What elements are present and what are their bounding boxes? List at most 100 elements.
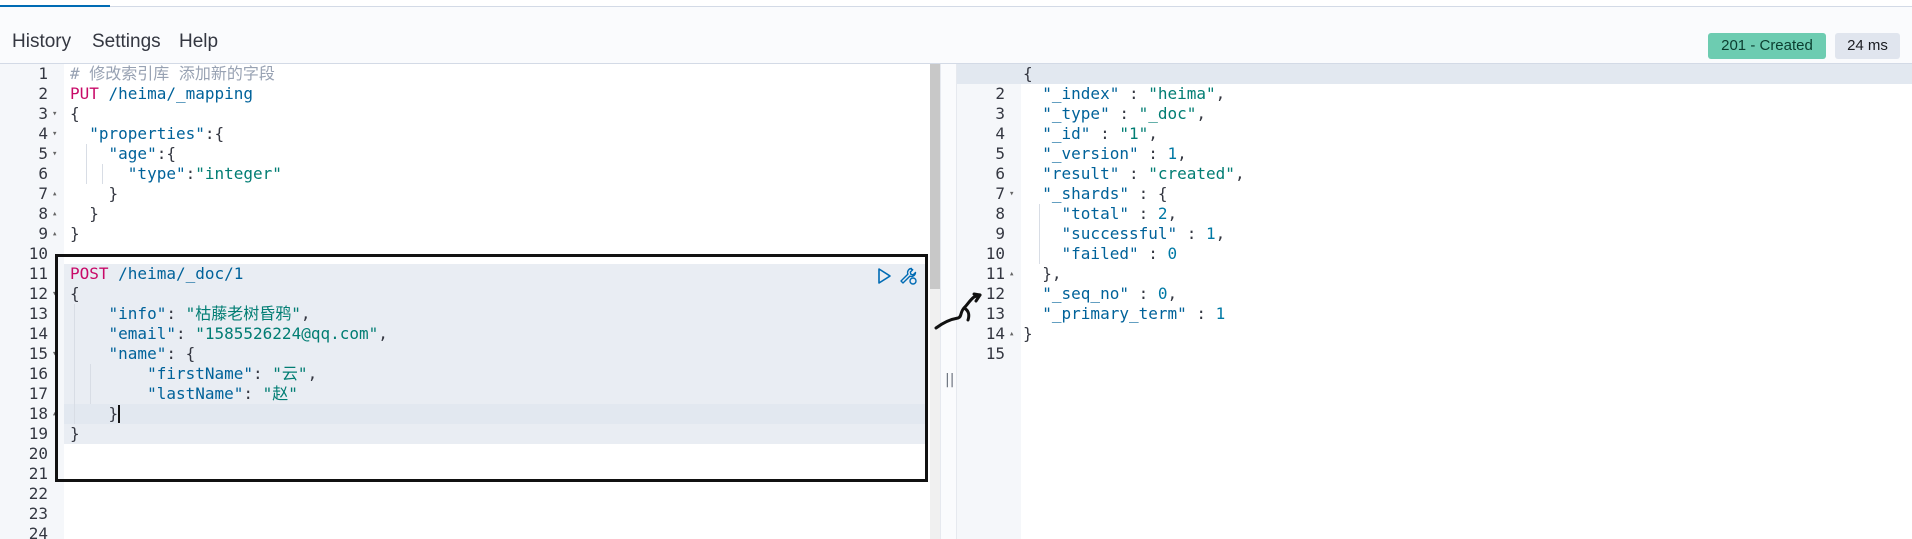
request-line-number: 6: [38, 164, 48, 183]
request-line-number: 8: [38, 204, 48, 223]
request-line-number: 3: [38, 104, 48, 123]
play-icon[interactable]: [874, 266, 894, 286]
response-line-number: 15: [985, 344, 1005, 363]
fold-toggle-icon[interactable]: ▾: [52, 149, 58, 159]
response-token-num: 0: [1157, 284, 1168, 303]
request-token-plain: :: [166, 304, 186, 323]
request-editor-scroll-thumb[interactable]: [930, 64, 940, 289]
response-token-plain: [1023, 144, 1042, 163]
request-token-plain: :: [175, 324, 196, 343]
request-line-number: 21: [28, 464, 48, 483]
response-token-plain: ,: [1148, 124, 1158, 143]
request-line-number: 2: [38, 84, 48, 103]
response-token-plain: ,: [1177, 144, 1187, 163]
active-tab-indicator: [0, 5, 110, 7]
request-token-str: "赵": [262, 384, 298, 403]
menu-help[interactable]: Help: [179, 31, 219, 52]
request-line-number: 1: [38, 64, 48, 83]
request-line-number: 17: [28, 384, 48, 403]
response-token-plain: ,: [1167, 204, 1178, 223]
request-line-number: 14: [28, 324, 48, 343]
response-token-key: "failed": [1061, 244, 1139, 263]
request-code-line: }: [70, 404, 119, 424]
response-token-plain: [1023, 304, 1042, 323]
request-token-plain: [70, 144, 109, 163]
request-line-number: 20: [28, 444, 48, 463]
request-code-line: {: [70, 104, 80, 124]
request-code-line: "email": "1585526224@qq.com",: [70, 324, 388, 344]
indent-guide: [74, 304, 75, 424]
response-line-number: 5: [995, 144, 1005, 163]
fold-toggle-icon[interactable]: ▴: [52, 409, 58, 419]
response-token-plain: [1023, 224, 1062, 243]
fold-toggle-icon[interactable]: ▾: [52, 109, 58, 119]
response-time-badge: 24 ms: [1835, 33, 1900, 59]
fold-toggle-icon[interactable]: ▾: [52, 349, 58, 359]
wrench-icon[interactable]: [898, 266, 918, 286]
fold-toggle-icon[interactable]: ▾: [52, 289, 58, 299]
indent-guide: [1039, 204, 1040, 264]
indent-guide: [90, 364, 91, 404]
response-viewer-code[interactable]: { "_index" : "heima", "_type" : "_doc", …: [957, 64, 1912, 539]
response-token-plain: :: [1138, 144, 1168, 163]
request-token-plain: }: [70, 224, 80, 243]
response-line-number: 11: [985, 264, 1005, 283]
response-token-num: 1: [1167, 144, 1178, 163]
fold-toggle-icon[interactable]: ▾: [52, 129, 58, 139]
response-token-plain: :: [1186, 304, 1216, 323]
response-line-number: 13: [985, 304, 1005, 323]
request-token-method: PUT: [70, 84, 99, 103]
fold-toggle-icon[interactable]: ▴: [1009, 329, 1015, 339]
fold-toggle-icon[interactable]: ▴: [52, 189, 58, 199]
fold-toggle-icon[interactable]: ▴: [1009, 269, 1015, 279]
response-status-badge: 201 - Created: [1708, 33, 1826, 59]
response-token-plain: [1023, 84, 1042, 103]
response-code-line: "_type" : "_doc",: [1023, 104, 1206, 124]
resize-handle-icon[interactable]: ||: [945, 372, 955, 388]
response-token-plain: [1023, 164, 1042, 183]
request-line-number: 24: [28, 524, 48, 539]
response-token-plain: },: [1023, 264, 1062, 283]
request-token-key: "name": [108, 344, 167, 363]
response-token-key: "_type": [1042, 104, 1110, 123]
response-token-plain: :: [1128, 204, 1158, 223]
response-code-line: "_id" : "1",: [1023, 124, 1158, 144]
fold-toggle-icon[interactable]: ▴: [52, 229, 58, 239]
text-cursor: [118, 405, 120, 423]
response-token-key: "_shards": [1042, 184, 1129, 203]
menu-history[interactable]: History: [12, 31, 72, 52]
request-token-url: /heima/_doc/1: [108, 264, 244, 283]
pane-divider[interactable]: ||: [940, 64, 957, 539]
response-token-plain: :: [1119, 164, 1149, 183]
request-line-number: 5: [38, 144, 48, 163]
request-line-number: 18: [28, 404, 48, 423]
response-token-key: "_version": [1042, 144, 1139, 163]
request-token-str: "integer": [195, 164, 282, 183]
response-token-plain: :: [1128, 284, 1158, 303]
response-token-plain: ,: [1196, 104, 1207, 123]
request-token-key: "properties": [89, 124, 205, 143]
request-code-line: }: [70, 204, 99, 224]
request-code-line: POST /heima/_doc/1: [70, 264, 243, 284]
response-token-plain: ,: [1167, 284, 1178, 303]
request-editor-scrollbar[interactable]: [930, 64, 940, 539]
response-line-number: 14: [985, 324, 1005, 343]
response-line-number: 10: [985, 244, 1005, 263]
response-token-plain: :: [1177, 224, 1207, 243]
response-code-line: "total" : 2,: [1023, 204, 1178, 224]
response-token-plain: [1023, 284, 1042, 303]
request-code-line: "lastName": "赵": [70, 384, 298, 404]
request-token-plain: }: [70, 424, 80, 443]
request-token-plain: {: [70, 104, 80, 123]
response-line-number: 9: [995, 224, 1005, 243]
fold-toggle-icon[interactable]: ▾: [1009, 189, 1015, 199]
response-token-plain: ,: [1234, 164, 1245, 183]
fold-toggle-icon[interactable]: ▴: [52, 209, 58, 219]
menu-settings[interactable]: Settings: [92, 31, 161, 52]
request-token-plain: {: [70, 284, 80, 303]
request-code-line: PUT /heima/_mapping: [70, 84, 253, 104]
